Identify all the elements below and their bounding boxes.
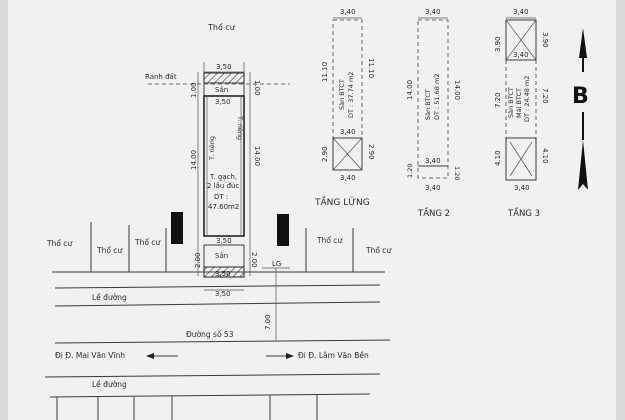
floor-2: 3,40 3,40 3,40 14.00 14.00 1.20 1.20 Sàn… <box>406 8 461 219</box>
t-rieng-left: T. riêng <box>208 136 216 161</box>
t3-w-top: 3,40 <box>513 8 529 16</box>
le-duong-bottom: Lề đường <box>92 380 127 389</box>
arrow-left-head <box>146 353 154 359</box>
tho-cu-l2: Thổ cư <box>96 246 123 255</box>
t3-void-top-x2 <box>505 19 537 61</box>
ranh-dat-label: Ranh đất <box>145 73 177 81</box>
tho-cu-l1: Thổ cư <box>46 239 73 248</box>
lung-w-bot: 3,40 <box>340 174 356 182</box>
yard-top-label: Sân <box>215 86 228 94</box>
floor-mezzanine: 3,40 3,40 3,40 11.10 11.10 2.90 2.90 Sàn… <box>314 8 375 208</box>
house-desc-2: 2 lầu đúc <box>207 182 239 190</box>
t2-h-small-r: 1.20 <box>453 166 461 180</box>
t3-w-bot: 3,40 <box>514 184 530 192</box>
top-wall-hatch <box>203 72 245 84</box>
t3-h-main-r: 7.20 <box>541 88 549 104</box>
lung-w-mid: 3,40 <box>340 128 356 136</box>
road-dim-7: 7.00 <box>264 314 272 330</box>
lung-w-top: 3,40 <box>340 8 356 16</box>
house-desc-4: 47.60m2 <box>208 203 239 211</box>
opposite-front <box>49 393 371 398</box>
t2-text-1: Sàn BTCT <box>424 89 432 120</box>
t3-h-main-l: 7.20 <box>494 92 502 108</box>
t2-w-mid: 3,40 <box>425 157 441 165</box>
t3-text-2: Mái BTCT <box>515 88 523 118</box>
lung-outline <box>332 19 363 171</box>
tho-cu-r1: Thổ cư <box>316 236 343 245</box>
t3-void-bottom <box>505 137 537 181</box>
t3-void-bot-x2 <box>509 141 533 177</box>
t3-h-void-r: 3.90 <box>541 32 549 48</box>
t2-title: TẦNG 2 <box>417 206 450 219</box>
road-centre <box>54 339 391 344</box>
front-wall-width: 3,50 <box>215 270 231 278</box>
pillar-left <box>171 212 183 244</box>
house-desc-3: DT : <box>214 193 228 201</box>
t3-w-mid: 3,40 <box>513 51 529 59</box>
t2-outline <box>417 19 449 179</box>
lung-h-void-r: 2.90 <box>367 144 375 160</box>
dim-14-right: 14.00 <box>253 146 261 166</box>
t3-void-top <box>505 19 537 61</box>
north-arrow: B <box>572 28 589 190</box>
t2-text-2: DT : 51.68 m2 <box>433 74 441 120</box>
t2-h-main-l: 14.00 <box>406 80 414 100</box>
sidewalk-edge-top <box>54 284 381 289</box>
house-body <box>203 95 245 237</box>
north-arrow-tail-icon <box>578 140 588 190</box>
road-name: Đường số 53 <box>186 330 234 339</box>
t3-title: TẦNG 3 <box>507 206 540 219</box>
lg-label: LG <box>272 260 281 268</box>
pillar-right <box>277 214 289 246</box>
dim-2-right: 2.00 <box>250 252 258 268</box>
arrow-right-head <box>286 353 294 359</box>
sidewalk-edge-bottom <box>54 301 381 307</box>
lung-void <box>332 137 363 171</box>
lung-text-1: Sàn BTCT <box>338 79 346 110</box>
dim-2-left: 2.00 <box>194 252 202 268</box>
tho-cu-top-label: Thổ cư <box>207 22 236 32</box>
t2-h-small-l: 1.20 <box>406 164 414 178</box>
direction-right: Đi Đ. Lâm Văn Bền <box>298 351 369 360</box>
lung-h-void-l: 2.90 <box>321 146 329 162</box>
t2-h-main-r: 14.00 <box>453 80 461 100</box>
dim-1-right: 1.00 <box>253 80 261 96</box>
t3-text-1: Sàn BTCT <box>507 87 515 118</box>
direction-left: Đi Đ. Mai Văn Vĩnh <box>55 351 125 360</box>
t3-text-3: DT : 24.48 m2 <box>523 76 531 122</box>
house-desc-1: T. gạch, <box>209 173 237 181</box>
t3-h-void-l: 3.90 <box>494 36 502 52</box>
north-label: B <box>572 84 589 109</box>
dim-1-left: 1.00 <box>190 82 198 98</box>
tho-cu-l3: Thổ cư <box>134 238 161 247</box>
t3-h-bot-r: 4.10 <box>541 148 549 164</box>
tho-cu-r2: Thổ cư <box>365 246 392 255</box>
t3-h-bot-l: 4.10 <box>494 150 502 166</box>
road-edge <box>44 373 381 378</box>
dim-14-left: 14.00 <box>190 150 198 170</box>
t2-w-bot: 3,40 <box>425 184 441 192</box>
yard-top-width: 3,50 <box>215 98 231 106</box>
north-arrow-head-icon <box>579 28 587 58</box>
yard-bottom-width: 3,50 <box>216 237 232 245</box>
lot-width-top: 3,50 <box>216 63 232 71</box>
t-rieng-right: T. riêng <box>236 115 244 140</box>
lot-width-bottom: 3,50 <box>215 290 231 298</box>
t2-w-top: 3,40 <box>425 8 441 16</box>
yard-bottom-label: Sân <box>215 252 228 260</box>
floor-3: 3,40 3,40 3,40 3.90 3.90 7.20 7.20 4.10 … <box>494 8 549 219</box>
lung-text-2: DT : 37.74 m2 <box>347 72 355 118</box>
lung-title: TẦNG LỬNG <box>314 195 370 208</box>
paper <box>8 0 616 420</box>
lung-void-x2 <box>332 137 363 171</box>
lung-h-main-l: 11.10 <box>321 62 329 82</box>
le-duong-top: Lề đường <box>92 293 127 302</box>
lung-h-main-r: 11.10 <box>367 58 375 78</box>
